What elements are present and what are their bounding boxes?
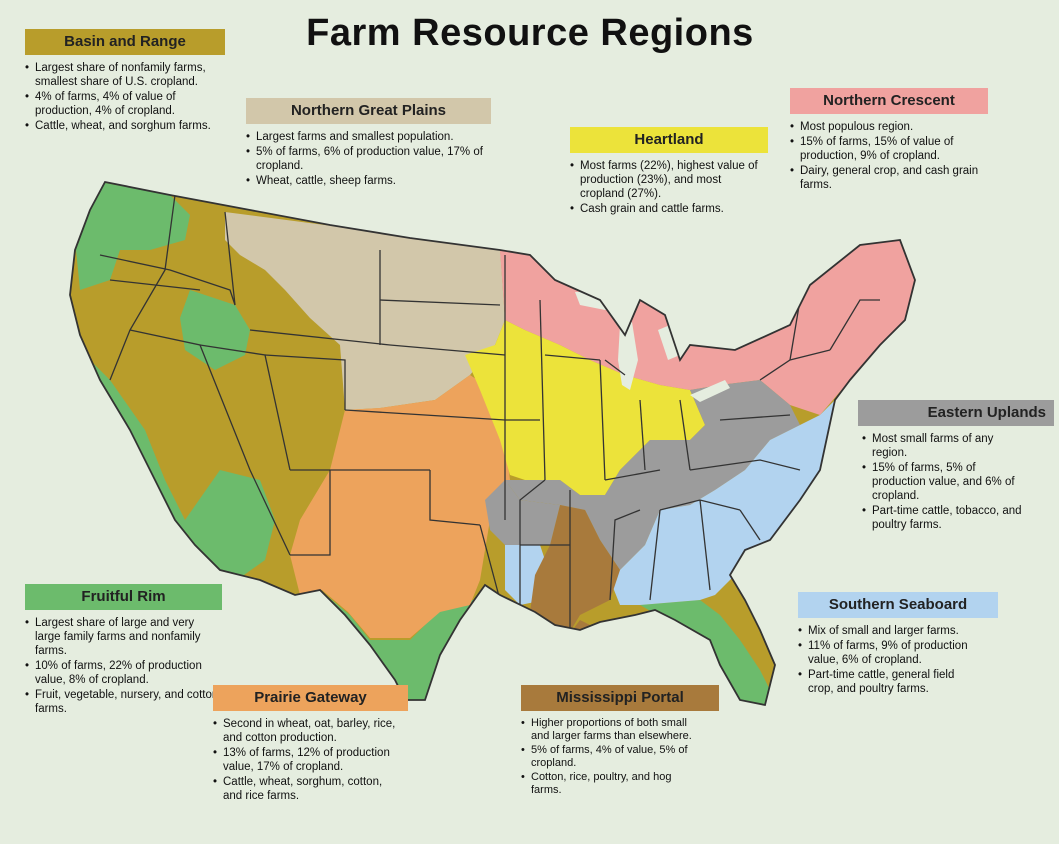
bullet: 15% of farms, 15% of value of production… (790, 135, 988, 163)
region-bullets-northern-great-plains: Largest farms and smallest population. 5… (246, 130, 483, 188)
region-heartland (465, 320, 705, 495)
region-bullets-basin-and-range: Largest share of nonfamily farms, smalle… (25, 61, 225, 133)
region-bullets-heartland: Most farms (22%), highest value of produ… (570, 159, 768, 216)
region-bullets-prairie-gateway: Second in wheat, oat, barley, rice, and … (213, 717, 398, 803)
panel-southern-seaboard: Southern Seaboard Mix of small and large… (798, 592, 998, 697)
bullet: 10% of farms, 22% of production value, 8… (25, 659, 222, 687)
region-eastern-uplands-ozarks (485, 480, 560, 545)
region-header-heartland: Heartland (570, 127, 768, 153)
region-bullets-fruitful-rim: Largest share of large and very large fa… (25, 616, 222, 716)
bullet: Wheat, cattle, sheep farms. (246, 174, 483, 188)
bullet: Cotton, rice, poultry, and hog farms. (521, 771, 705, 797)
region-southern-seaboard (610, 400, 835, 605)
state-borders (99, 194, 880, 640)
bullet: Largest share of nonfamily farms, smalle… (25, 61, 225, 89)
bullet: 11% of farms, 9% of production value, 6%… (798, 639, 978, 667)
panel-prairie-gateway: Prairie Gateway Second in wheat, oat, ba… (213, 685, 408, 804)
region-bullets-eastern-uplands: Most small farms of any region. 15% of f… (862, 432, 1024, 532)
bullet: Part-time cattle, tobacco, and poultry f… (862, 504, 1024, 532)
region-bullets-southern-seaboard: Mix of small and larger farms. 11% of fa… (798, 624, 978, 696)
region-northern-crescent (500, 240, 915, 415)
region-northern-great-plains (225, 212, 505, 410)
region-header-southern-seaboard: Southern Seaboard (798, 592, 998, 618)
region-header-prairie-gateway: Prairie Gateway (213, 685, 408, 711)
panel-northern-great-plains: Northern Great Plains Largest farms and … (246, 98, 491, 189)
bullet: Part-time cattle, general field crop, an… (798, 668, 978, 696)
region-header-mississippi-portal: Mississippi Portal (521, 685, 719, 711)
panel-heartland: Heartland Most farms (22%), highest valu… (570, 127, 768, 217)
bullet: Most farms (22%), highest value of produ… (570, 159, 768, 201)
region-fruitful-rim-texas (320, 590, 500, 705)
bullet: 13% of farms, 12% of production value, 1… (213, 746, 398, 774)
region-header-northern-crescent: Northern Crescent (790, 88, 988, 114)
bullet: Cash grain and cattle farms. (570, 202, 768, 216)
panel-basin-and-range: Basin and Range Largest share of nonfami… (25, 29, 225, 134)
bullet: Largest farms and smallest population. (246, 130, 483, 144)
region-bullets-northern-crescent: Most populous region. 15% of farms, 15% … (790, 120, 988, 192)
map-title: Farm Resource Regions (306, 12, 754, 54)
bullet: Higher proportions of both small and lar… (521, 717, 705, 743)
bullet: 4% of farms, 4% of value of production, … (25, 90, 225, 118)
lake-erie (690, 380, 730, 402)
region-bullets-mississippi-portal: Higher proportions of both small and lar… (521, 717, 705, 797)
bullet: Fruit, vegetable, nursery, and cotton fa… (25, 688, 222, 716)
bullet: Most populous region. (790, 120, 988, 134)
panel-mississippi-portal: Mississippi Portal Higher proportions of… (521, 685, 719, 798)
bullet: Cattle, wheat, sorghum, cotton, and rice… (213, 775, 398, 803)
region-fruitful-rim-florida (640, 600, 780, 705)
region-prairie-gateway (290, 375, 510, 638)
region-header-fruitful-rim: Fruitful Rim (25, 584, 222, 610)
bullet: Dairy, general crop, and cash grain farm… (790, 164, 988, 192)
bullet: 5% of farms, 4% of value, 5% of cropland… (521, 744, 705, 770)
region-eastern-uplands (505, 380, 800, 570)
bullet: Cattle, wheat, and sorghum farms. (25, 119, 225, 133)
bullet: Mix of small and larger farms. (798, 624, 978, 638)
panel-northern-crescent: Northern Crescent Most populous region. … (790, 88, 988, 193)
panel-eastern-uplands: Eastern Uplands Most small farms of any … (858, 400, 1054, 533)
bullet: 15% of farms, 5% of production value, an… (862, 461, 1024, 503)
region-header-northern-great-plains: Northern Great Plains (246, 98, 491, 124)
region-header-basin-and-range: Basin and Range (25, 29, 225, 55)
region-fruitful-rim-northwest (75, 182, 190, 290)
region-header-eastern-uplands: Eastern Uplands (858, 400, 1054, 426)
lake-huron (658, 325, 680, 360)
bullet: Largest share of large and very large fa… (25, 616, 222, 658)
region-mississippi-portal (530, 505, 620, 640)
bullet: Second in wheat, oat, barley, rice, and … (213, 717, 398, 745)
panel-fruitful-rim: Fruitful Rim Largest share of large and … (25, 584, 222, 717)
bullet: 5% of farms, 6% of production value, 17%… (246, 145, 483, 173)
bullet: Most small farms of any region. (862, 432, 1024, 460)
